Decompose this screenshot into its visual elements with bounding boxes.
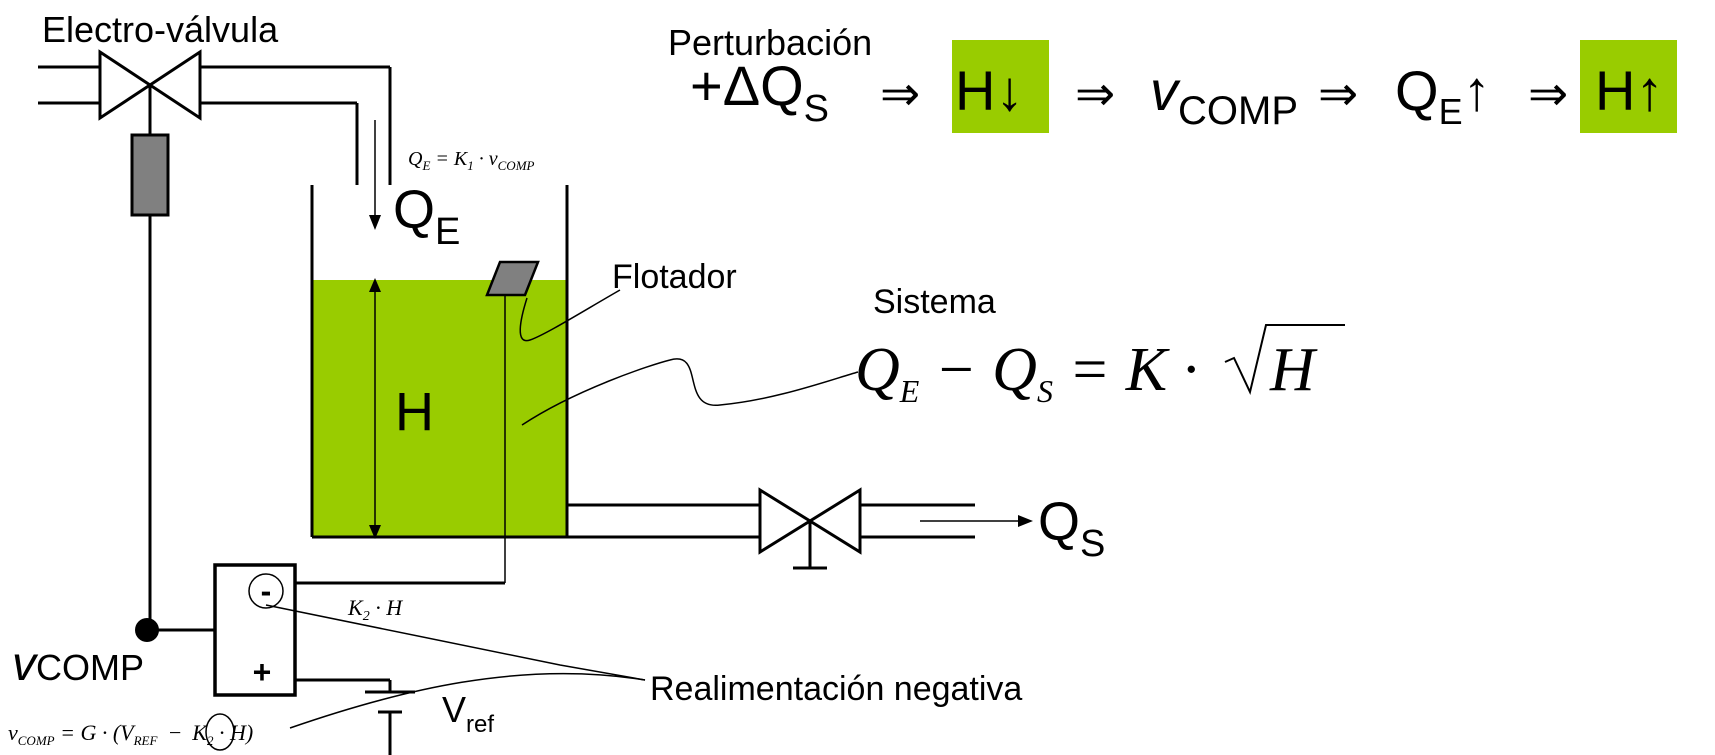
svg-text:⇒: ⇒ <box>1075 68 1115 121</box>
outlet-pipe <box>567 503 975 539</box>
svg-text:H: H <box>1269 336 1318 404</box>
outflow-arrow <box>920 515 1033 527</box>
svg-text:H↓: H↓ <box>955 59 1023 122</box>
feedback-leader-1 <box>265 604 646 681</box>
liquid <box>312 280 567 537</box>
inflow-label: QE <box>393 180 460 253</box>
tank <box>310 185 569 539</box>
highlight-h-down <box>952 40 1049 133</box>
perturbation-chain: +ΔQS ⇒ H↓ ⇒ vCOMP ⇒ QE↑ ⇒ H↑ <box>690 54 1663 133</box>
inflow-arrow <box>369 120 381 230</box>
highlight-h-up <box>1580 40 1677 133</box>
junction-dot <box>135 618 159 642</box>
level-arrow <box>369 278 381 539</box>
electro-valve <box>98 49 202 121</box>
feedback-label: Realimentación negativa <box>650 670 1022 708</box>
minus-sign: - <box>261 573 272 609</box>
minus-circle <box>248 573 284 609</box>
svg-text:⇒: ⇒ <box>880 68 920 121</box>
svg-text:⇒: ⇒ <box>1528 68 1568 121</box>
svg-text:vCOMP = G · (VREF−K2 · H): vCOMP = G · (VREF−K2 · H) <box>8 720 253 748</box>
comparator-equation: vCOMP = G · (VREF−K2 · H) <box>8 713 253 751</box>
svg-text:⇒: ⇒ <box>1318 68 1358 121</box>
valve-actuator <box>130 133 170 217</box>
plus-sign: + <box>253 654 272 690</box>
vcomp-label: vCOMP <box>12 638 144 691</box>
sqrt-sign <box>1224 324 1345 396</box>
level-label: H <box>395 382 434 442</box>
valve-label: Electro-válvula <box>42 9 279 50</box>
svg-text:+ΔQS: +ΔQS <box>690 54 829 130</box>
svg-text:QE↑: QE↑ <box>1395 59 1491 132</box>
svg-text:QE − QS = K ·: QE − QS = K · <box>855 336 1198 409</box>
vref-label: Vref <box>442 689 494 738</box>
inlet-pipe <box>38 65 392 185</box>
flotador-label: Flotador <box>612 258 737 296</box>
system-equation: QE − QS = K · H <box>855 324 1345 409</box>
reference-battery <box>365 680 415 755</box>
svg-text:vCOMP: vCOMP <box>1150 59 1298 133</box>
minus-circle-eq <box>205 713 235 751</box>
float <box>485 260 540 297</box>
svg-text:H↑: H↑ <box>1595 59 1663 122</box>
outlet-valve <box>758 487 862 570</box>
outflow-label: QS <box>1038 492 1105 565</box>
feedback-leader-2 <box>289 672 646 729</box>
perturbation-label: Perturbación <box>668 22 872 63</box>
sensor-eq: K2 · H <box>347 595 403 624</box>
sistema-leader <box>521 358 859 426</box>
inflow-eq: QE = K1 · vCOMP <box>408 148 535 173</box>
sistema-label: Sistema <box>873 283 996 321</box>
flotador-leader <box>519 289 621 342</box>
